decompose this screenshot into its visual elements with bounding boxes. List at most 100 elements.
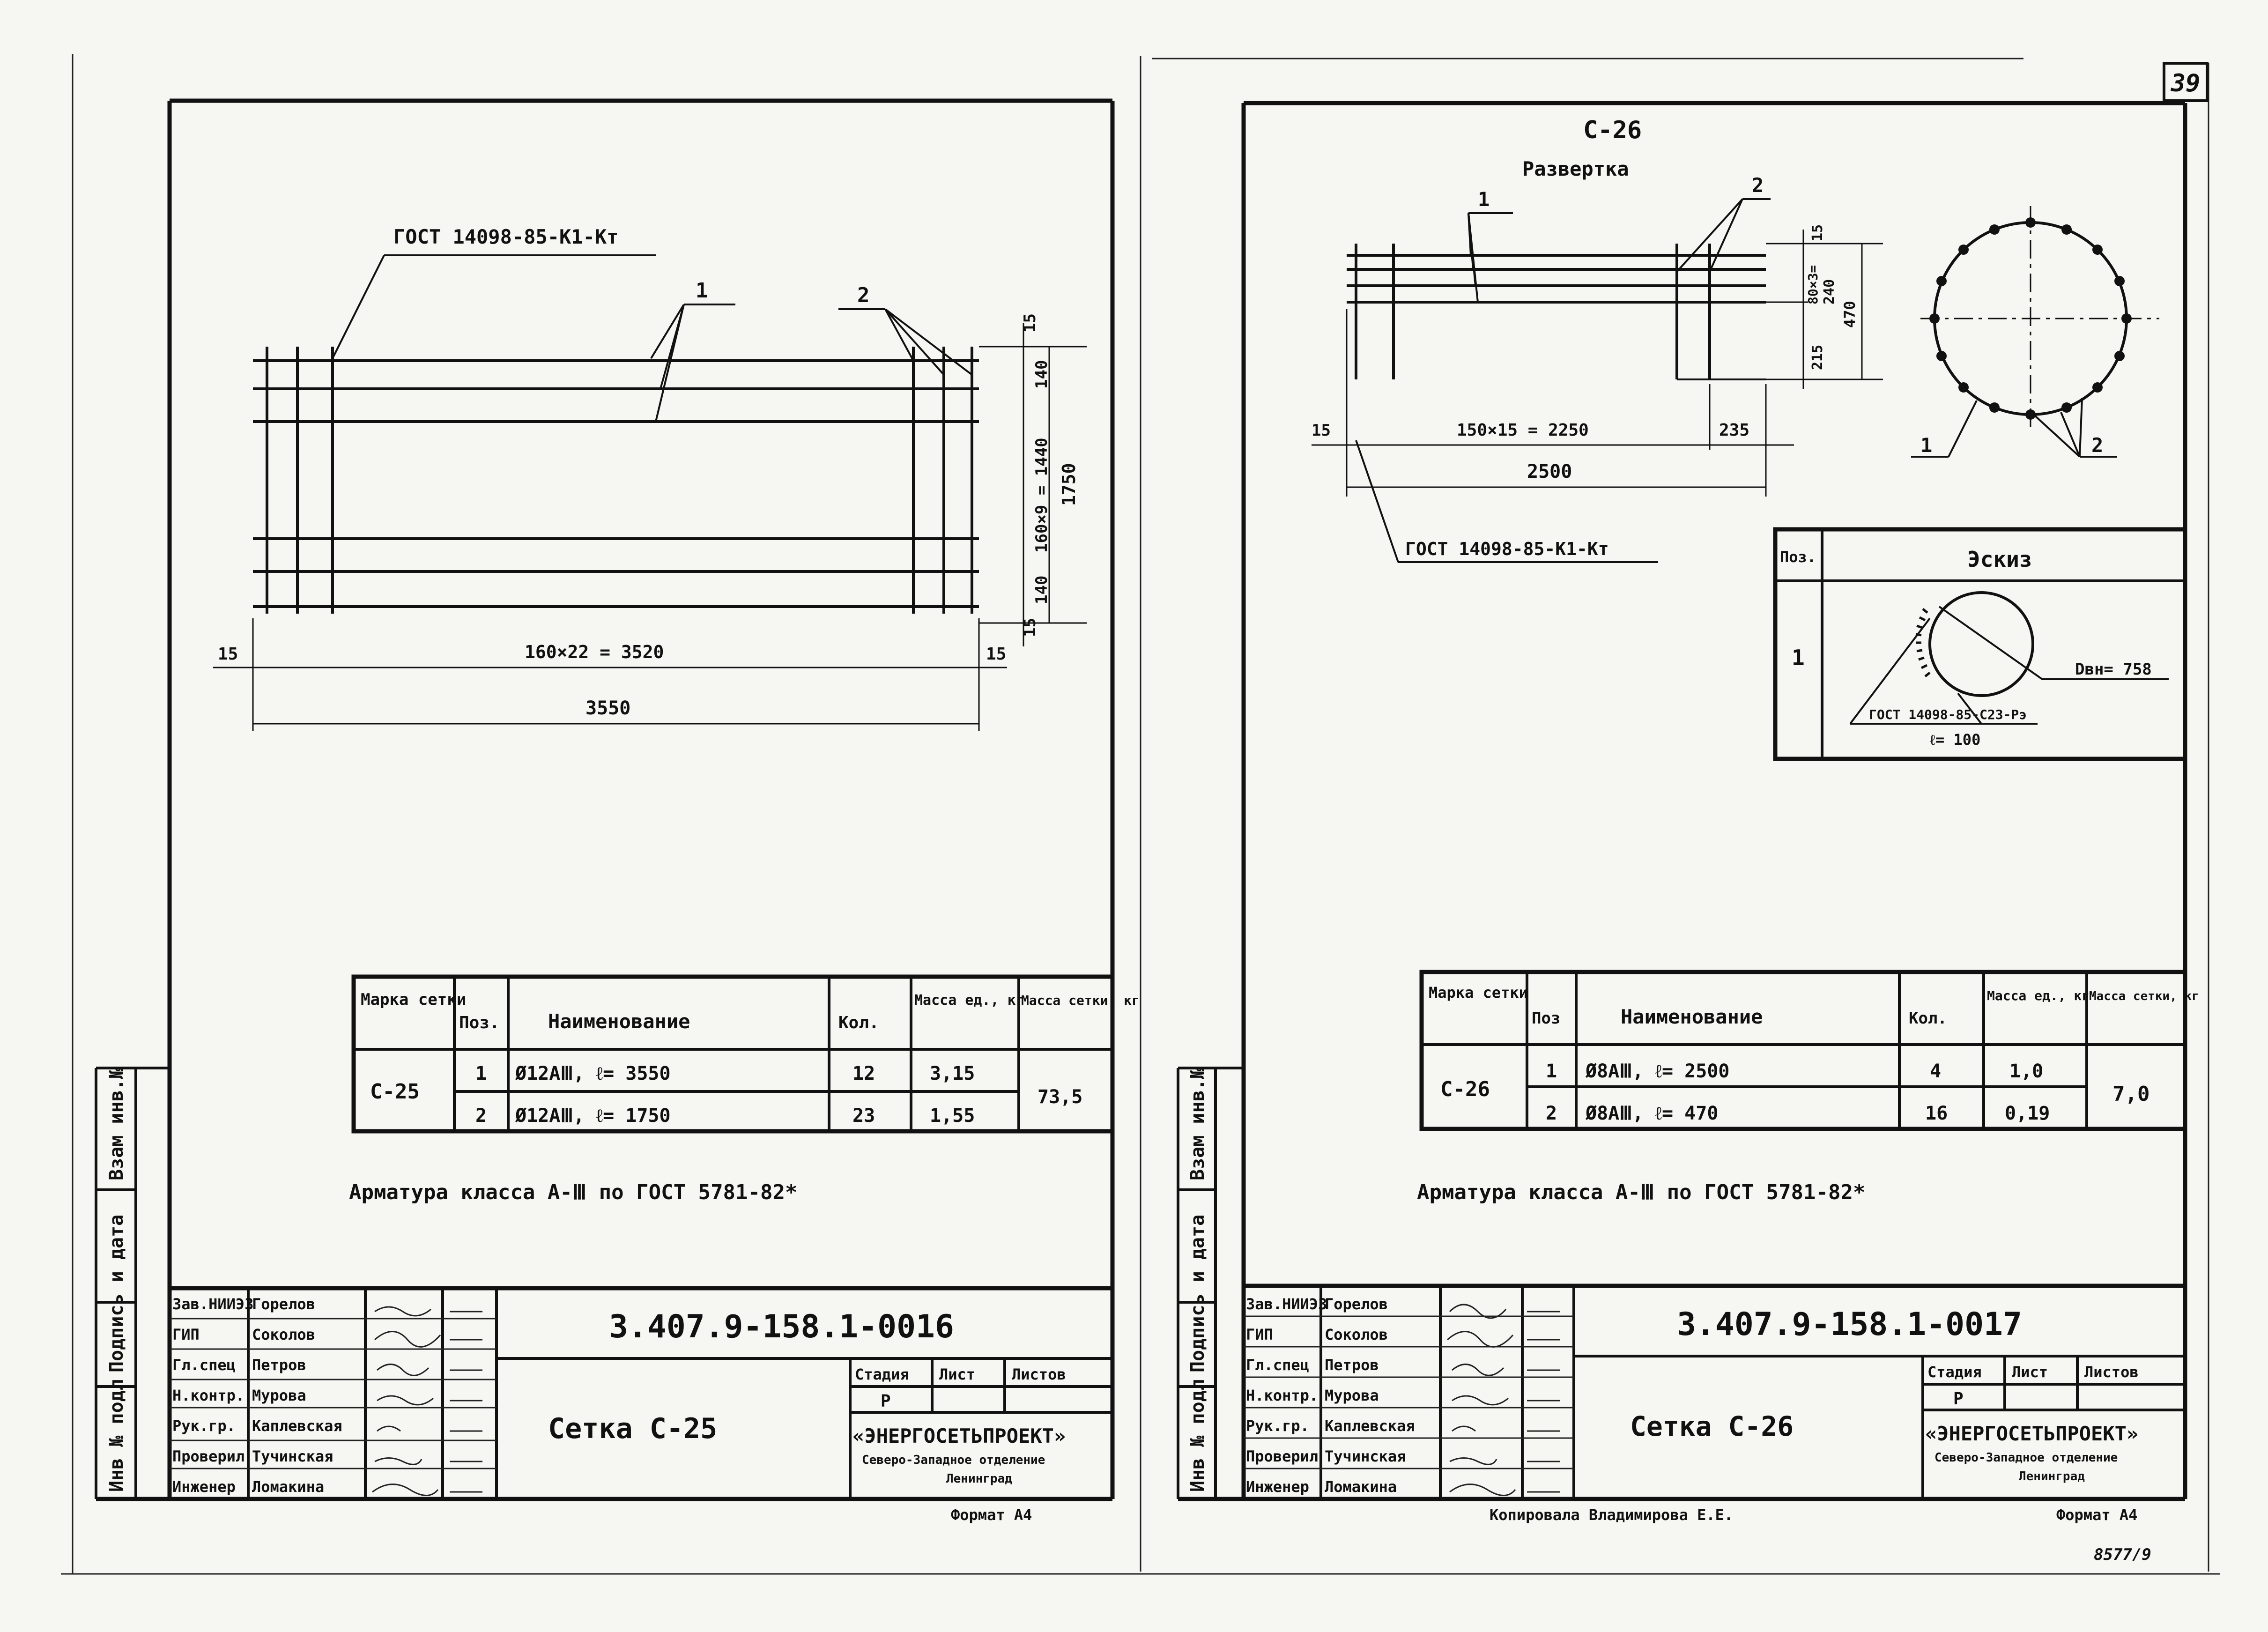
side-label-signature: Подпись и дата (106, 1215, 127, 1372)
left-th-total: Масса сетки, кг (1021, 993, 1140, 1008)
left-role-1: Зав.НИИЭЗ (172, 1295, 253, 1313)
right-role-1: Зав.НИИЭЗ (1246, 1295, 1327, 1313)
left-cell-pos-2: 2 (475, 1105, 487, 1127)
left-th-pos: Поз. (459, 1013, 500, 1032)
left-dim-15-left: 15 (218, 645, 238, 664)
left-org-sub2: Ленинград (946, 1472, 1012, 1486)
left-th-mark: Марка сетки (361, 990, 466, 1009)
sketch-pos-header: Поз. (1780, 548, 1816, 566)
right-dim-80: 80×3= (1805, 265, 1821, 304)
right-mark-title: С-26 (1583, 116, 1642, 144)
right-org-name: «ЭНЕРГОСЕТЬПРОЕКТ» (1925, 1422, 2138, 1445)
left-cell-name-1: Ø12АⅢ, ℓ= 3550 (515, 1063, 671, 1084)
mesh-c26-development: 1 2 15 80×3= 240 470 215 15 150×15 = 225… (1312, 174, 1883, 563)
left-cell-total: 73,5 (1038, 1086, 1082, 1108)
right-role-5: Рук.гр. (1246, 1417, 1309, 1435)
right-stage-value: Р (1953, 1389, 1964, 1409)
left-th-mass: Масса ед., кг (914, 992, 1024, 1009)
right-sheet: Взам инв.№ Подпись и дата Инв № подл С-2… (1177, 101, 2199, 1564)
right-doc-code: 3.407.9-158.1-0017 (1677, 1306, 2022, 1343)
right-dim-inner: 150×15 = 2250 (1457, 421, 1589, 440)
right-cell-mass-2: 0,19 (2005, 1103, 2050, 1124)
left-stage-header: Стадия (855, 1365, 909, 1383)
side-label-inventory: Инв № подл (106, 1379, 127, 1492)
left-callout-2: 2 (857, 283, 870, 307)
right-reinforcement-note: Арматура класса А-Ⅲ по ГОСТ 5781-82* (1417, 1180, 1866, 1204)
left-dim-total-w: 3550 (586, 697, 630, 719)
left-title-block: Зав.НИИЭЗ ГИП Гл.спец Н.контр. Рук.гр. П… (168, 1286, 1112, 1499)
right-signatures (1447, 1304, 1560, 1496)
left-name-1: Горелов (252, 1295, 315, 1313)
sketch-pos-value: 1 (1792, 645, 1805, 670)
left-signatures (372, 1306, 482, 1496)
right-role-2: ГИП (1246, 1326, 1273, 1343)
right-name-5: Каплевская (1325, 1417, 1415, 1435)
right-side-label-signature: Подпись и дата (1187, 1215, 1208, 1372)
left-name-2: Соколов (252, 1326, 315, 1343)
right-cell-mark: С-26 (1440, 1077, 1490, 1101)
right-cell-qty-2: 16 (1925, 1103, 1948, 1124)
right-format: Формат А4 (2056, 1506, 2137, 1524)
left-cell-qty-2: 23 (852, 1105, 875, 1127)
left-name-7: Ломакина (252, 1478, 324, 1496)
right-role-7: Инженер (1246, 1478, 1309, 1496)
right-org-sub1: Северо-Западное отделение (1934, 1451, 2118, 1465)
right-name-6: Тучинская (1325, 1447, 1406, 1465)
right-th-total: Масса сетки, кг (2089, 989, 2199, 1003)
left-role-2: ГИП (172, 1326, 200, 1343)
left-cell-name-2: Ø12АⅢ, ℓ= 1750 (515, 1105, 671, 1127)
left-doc-code: 3.407.9-158.1-0016 (609, 1308, 954, 1345)
right-doc-title: Сетка С-26 (1630, 1410, 1794, 1442)
right-org-sub2: Ленинград (2019, 1469, 2085, 1484)
left-dim-mid: 160×9 = 1440 (1032, 438, 1051, 553)
left-reinforcement-note: Арматура класса А-Ⅲ по ГОСТ 5781-82* (349, 1180, 798, 1204)
left-spec-table: Марка сетки Поз. Наименование Кол. Масса… (351, 974, 1140, 1134)
right-callout-2: 2 (1752, 174, 1764, 197)
page-number: 39 (2171, 69, 2201, 97)
left-doc-title: Сетка С-25 (548, 1412, 717, 1445)
right-th-mark: Марка сетки (1429, 984, 1528, 1001)
right-name-4: Мурова (1325, 1387, 1379, 1404)
left-dim-140-top: 140 (1032, 360, 1051, 389)
right-side-label-replace: Взам инв.№ (1187, 1068, 1208, 1180)
left-cell-pos-1: 1 (475, 1063, 487, 1084)
right-dim-235: 235 (1719, 421, 1749, 440)
left-role-3: Гл.спец (172, 1356, 236, 1374)
left-org-name: «ЭНЕРГОСЕТЬПРОЕКТ» (852, 1424, 1066, 1447)
left-dim-15-bottom: 15 (1021, 618, 1039, 637)
left-name-4: Мурова (252, 1387, 306, 1404)
left-cell-mass-1: 3,15 (930, 1063, 975, 1084)
left-dim-140-bottom: 140 (1032, 576, 1051, 604)
right-cell-pos-2: 2 (1546, 1103, 1557, 1124)
sketch-header: Эскиз (1967, 547, 2032, 572)
right-dim-240: 240 (1821, 279, 1838, 304)
right-cell-pos-1: 1 (1546, 1061, 1557, 1082)
left-callout-1: 1 (696, 279, 708, 303)
left-name-6: Тучинская (252, 1447, 333, 1465)
left-cell-mass-2: 1,55 (930, 1105, 975, 1127)
left-sheet: Взам инв.№ Подпись и дата Инв № подл ГОС… (95, 98, 1140, 1524)
right-cell-mass-1: 1,0 (2009, 1061, 2043, 1082)
right-th-qty: Кол. (1909, 1009, 1947, 1028)
right-th-pos: Поз (1532, 1009, 1560, 1028)
left-role-4: Н.контр. (172, 1387, 245, 1404)
left-th-name: Наименование (548, 1010, 690, 1033)
left-sheet-header: Лист (939, 1365, 975, 1383)
sketch-length: ℓ= 100 (1930, 731, 1980, 749)
left-callout-standard: ГОСТ 14098-85-К1-Кт (393, 225, 618, 248)
right-circle-callout-1: 1 (1920, 434, 1932, 457)
left-sheets-header: Листов (1012, 1365, 1066, 1383)
right-sheets-header: Листов (2084, 1363, 2139, 1381)
right-subtitle: Развертка (1522, 157, 1629, 180)
copied-by: Копировала Владимирова Е.Е. (1490, 1506, 1733, 1524)
right-name-2: Соколов (1325, 1326, 1388, 1343)
left-cell-qty-1: 12 (852, 1063, 875, 1084)
right-side-label-inventory: Инв № подл (1187, 1379, 1208, 1492)
right-cell-name-2: Ø8АⅢ, ℓ= 470 (1585, 1103, 1718, 1124)
sketch-diameter: Dвн= 758 (2075, 660, 2152, 679)
mesh-c25-drawing: ГОСТ 14098-85-К1-Кт 1 2 15 140 160×9 = 1… (213, 225, 1087, 731)
left-role-6: Проверил (172, 1447, 245, 1465)
right-role-3: Гл.спец (1246, 1356, 1309, 1374)
